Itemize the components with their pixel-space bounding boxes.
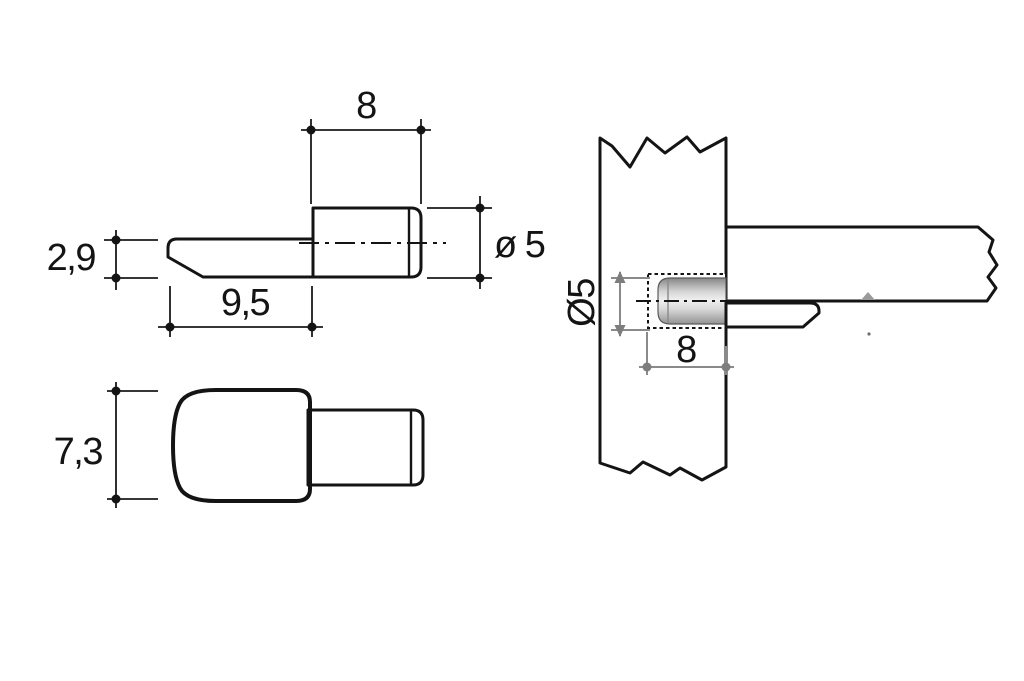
top-view: 7,3 — [54, 382, 425, 508]
shelf-center-dot — [867, 332, 871, 336]
dim-pin-diameter-label: ø 5 — [494, 224, 545, 266]
shelf-center-tick — [861, 292, 875, 300]
dim-pin-diameter: ø 5 — [427, 196, 546, 289]
dim-blade-thickness: 2,9 — [47, 230, 158, 290]
installed-view: Ø5 8 — [561, 135, 999, 482]
blade-top-shape — [171, 388, 312, 503]
dim-blade-thickness-label: 2,9 — [47, 237, 96, 279]
shelf-shape — [724, 225, 999, 303]
blade-installed-shape — [724, 301, 821, 329]
dim-blade-length: 9,5 — [158, 282, 323, 337]
dim-hole-diameter: Ø5 — [561, 271, 650, 337]
dim-insert-depth: 8 — [639, 329, 734, 375]
dim-blade-length-label: 9,5 — [221, 282, 270, 324]
dim-body-width: 7,3 — [54, 382, 158, 508]
pin-cylinder-top-shape — [306, 408, 425, 487]
side-view: 8 2,9 9,5 ø 5 — [47, 85, 546, 337]
dim-pin-length-label: 8 — [356, 85, 376, 127]
dim-hole-diameter-label: Ø5 — [561, 279, 603, 327]
dim-insert-depth-label: 8 — [676, 329, 696, 371]
dim-pin-length: 8 — [301, 85, 431, 204]
dim-body-width-label: 7,3 — [54, 431, 103, 473]
blade-side-shape — [166, 237, 315, 279]
pin-cylinder-side-shape — [311, 206, 423, 279]
